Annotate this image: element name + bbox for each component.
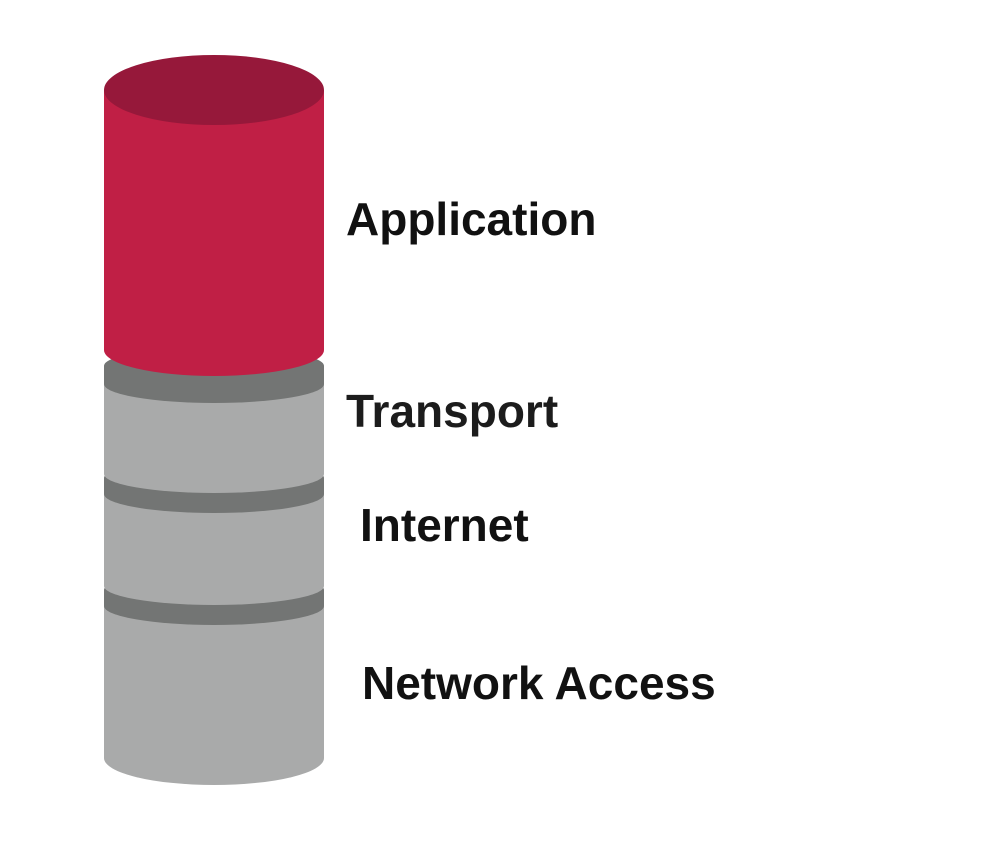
layer-label-application: Application — [346, 193, 597, 245]
application-segment-body — [104, 90, 324, 376]
transport-segment-body — [104, 376, 324, 493]
layer-label-transport: Transport — [346, 385, 559, 437]
network-access-segment-body — [104, 592, 324, 785]
layer-label-internet: Internet — [360, 499, 529, 551]
application-segment-top — [104, 55, 324, 125]
cylinder-segment-application — [104, 55, 324, 376]
internet-segment-body — [104, 487, 324, 605]
layer-label-network-access: Network Access — [362, 657, 716, 709]
